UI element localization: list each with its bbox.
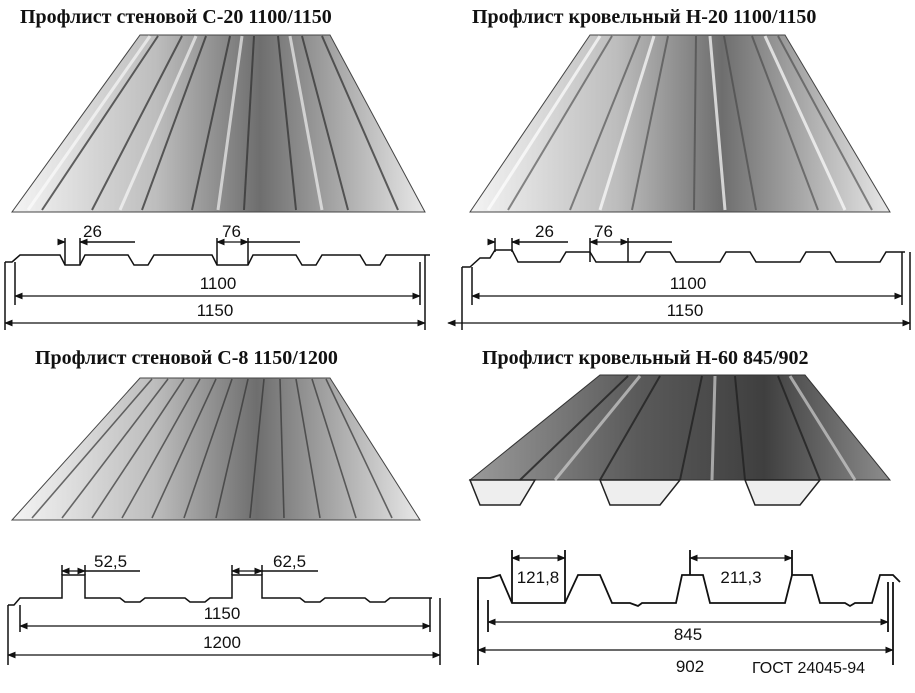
- dim-rib-bottom-h20: 76: [594, 222, 613, 241]
- dim-full-h60: 902: [676, 657, 704, 676]
- dim-rib-top-h60: 121,8: [517, 568, 560, 587]
- title-h60: Профлист кровельный Н-60 845/902: [482, 347, 809, 369]
- title-c8: Профлист стеновой С-8 1150/1200: [35, 347, 338, 369]
- dim-full-c20: 1150: [197, 301, 234, 320]
- dim-rib-bottom-h60: 211,3: [720, 568, 761, 587]
- title-h20: Профлист кровельный Н-20 1100/1150: [472, 6, 817, 28]
- standard-label: ГОСТ 24045-94: [752, 660, 866, 677]
- dim-working-c8: 1150: [204, 604, 241, 623]
- profile-c20: [4, 238, 430, 330]
- dim-rib-top-c8: 52,5: [94, 552, 127, 571]
- dim-working-c20: 1100: [200, 274, 237, 293]
- sheet-image-h60: [468, 374, 892, 506]
- sheet-image-c8: [10, 377, 421, 521]
- dim-rib-bottom-c8: 62,5: [273, 552, 306, 571]
- dim-full-c8: 1200: [203, 633, 241, 652]
- dim-rib-top-h20: 26: [535, 222, 554, 241]
- dim-working-h20: 1100: [670, 274, 707, 293]
- sheet-image-c20: [11, 34, 426, 213]
- dim-rib-top-c20: 26: [83, 222, 102, 241]
- dim-working-h60: 845: [674, 625, 702, 644]
- dim-full-h20: 1150: [667, 301, 704, 320]
- sheet-image-h20: [469, 34, 891, 213]
- title-c20: Профлист стеновой С-20 1100/1150: [20, 6, 332, 28]
- dim-rib-bottom-c20: 76: [222, 222, 241, 241]
